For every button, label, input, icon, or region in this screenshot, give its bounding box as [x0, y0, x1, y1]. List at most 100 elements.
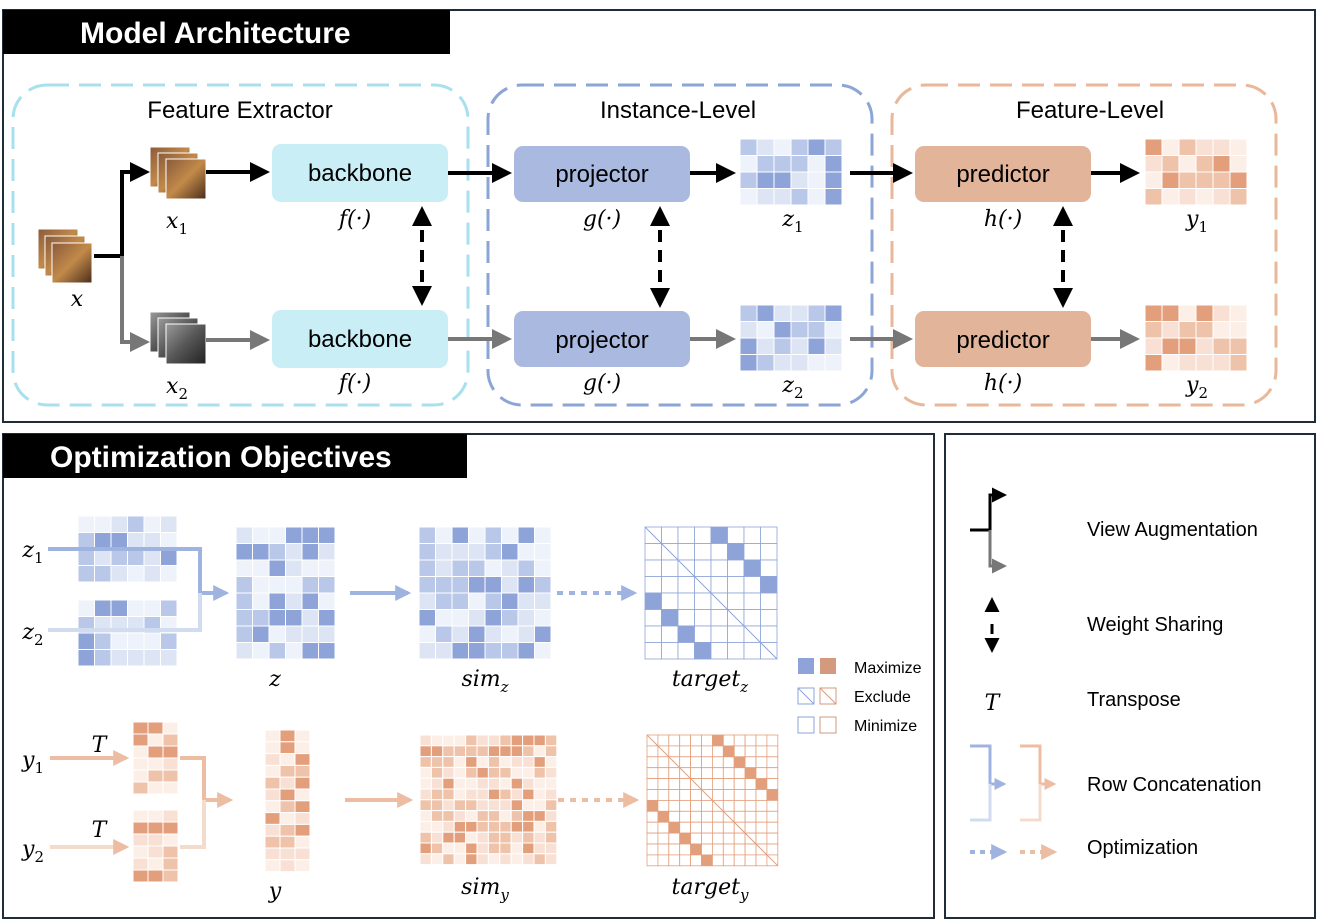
opt-matrix-y — [264, 729, 311, 873]
matrix-cell — [301, 543, 319, 561]
matrix-cell — [468, 543, 486, 561]
matrix-cell — [727, 526, 745, 544]
matrix-cell — [690, 745, 702, 758]
matrix-cell — [442, 756, 455, 768]
matrix-cell — [690, 734, 702, 747]
matrix-cell — [701, 767, 713, 780]
matrix-cell — [132, 745, 149, 759]
matrix-cell — [668, 821, 681, 834]
opt-matrix-y2 — [132, 809, 179, 883]
matrix-cell — [451, 543, 469, 561]
legend-concat-icon-orange — [1020, 744, 1057, 790]
matrix-cell — [476, 842, 489, 855]
matrix-cell — [451, 642, 469, 660]
matrix-cell — [252, 543, 270, 561]
matrix-cell — [807, 188, 826, 206]
matrix-cell — [418, 625, 436, 643]
matrix-cell — [739, 171, 758, 189]
matrix-cell — [1161, 354, 1180, 372]
matrix-cell — [661, 625, 679, 643]
opt-matrix-target-y — [646, 734, 779, 867]
matrix-cell — [252, 559, 270, 577]
matrix-cell — [264, 788, 281, 802]
matrix-cell — [143, 515, 161, 533]
matrix-cell — [132, 733, 149, 747]
matrix-cell — [773, 337, 792, 355]
projector-block-bottom — [514, 311, 690, 367]
matrix-cell — [1195, 155, 1214, 173]
matrix-cell — [465, 756, 478, 768]
matrix-cell — [318, 592, 336, 610]
opt-matrix-sim-z — [418, 526, 552, 660]
matrix-cell — [510, 810, 524, 822]
matrix-cell — [430, 799, 444, 812]
matrix-cell — [279, 741, 296, 755]
matrix-cell — [465, 799, 478, 812]
matrix-cell — [668, 843, 681, 856]
matrix-cell — [419, 853, 432, 866]
matrix-cell — [110, 565, 128, 583]
matrix-cell — [487, 810, 501, 822]
matrix-cell — [510, 788, 524, 801]
matrix-cell — [94, 515, 112, 533]
augment-arrow-top — [94, 162, 150, 258]
matrix-cell — [465, 810, 478, 822]
matrix-cell — [453, 745, 467, 758]
matrix-cell — [790, 304, 809, 322]
concat-arrow-z1 — [48, 547, 230, 601]
matrix-cell — [501, 642, 519, 660]
matrix-cell — [712, 789, 724, 801]
matrix-cell — [824, 337, 843, 355]
matrix-cell — [679, 821, 692, 834]
matrix-cell — [143, 565, 161, 583]
legend-concat-icon-blue — [970, 744, 1007, 790]
matrix-cell — [501, 543, 519, 561]
matrix-cell — [279, 800, 296, 814]
matrix-cell — [773, 171, 792, 189]
matrix-cell — [644, 625, 662, 643]
matrix-cell — [484, 559, 502, 577]
matrix-cell — [534, 609, 552, 627]
feature-extractor-group — [11, 83, 470, 407]
matrix-cell — [430, 842, 444, 855]
matrix-cell — [468, 576, 486, 594]
matrix-cell — [294, 812, 311, 825]
matrix-cell — [252, 592, 270, 610]
matrix-cell — [499, 853, 512, 866]
matrix-cell — [147, 821, 164, 835]
matrix-cell — [755, 767, 768, 780]
matrix-cell — [657, 756, 670, 769]
matrix-cell — [476, 810, 489, 822]
matrix-cell — [733, 789, 746, 801]
matrix-cell — [727, 642, 745, 660]
matrix-cell — [501, 625, 519, 643]
matrix-cell — [1144, 138, 1163, 156]
matrix-cell — [807, 171, 826, 189]
matrix-cell — [468, 642, 486, 660]
matrix-cell — [517, 625, 535, 643]
matrix-cell — [522, 810, 535, 822]
matrix-cell — [499, 745, 512, 758]
x2-label: x2 — [166, 374, 188, 403]
matrix-cell — [755, 778, 768, 790]
matrix-cell — [465, 820, 478, 833]
matrix-cell — [442, 853, 455, 866]
matrix-cell — [77, 532, 95, 550]
matrix-cell — [132, 833, 149, 847]
matrix-cell — [468, 559, 486, 577]
matrix-cell — [453, 788, 467, 801]
matrix-cell — [733, 745, 746, 758]
legend-augment-icon-top — [970, 487, 1007, 532]
matrix-cell — [744, 843, 757, 856]
matrix-cell — [727, 576, 745, 594]
matrix-cell — [522, 831, 535, 844]
matrix-cell — [435, 543, 453, 561]
matrix-cell — [1161, 321, 1180, 339]
matrix-cell — [1195, 304, 1214, 322]
matrix-cell — [510, 799, 524, 812]
matrix-cell — [268, 576, 286, 594]
matrix-cell — [679, 745, 692, 758]
matrix-cell — [294, 753, 311, 766]
matrix-cell — [722, 767, 735, 780]
